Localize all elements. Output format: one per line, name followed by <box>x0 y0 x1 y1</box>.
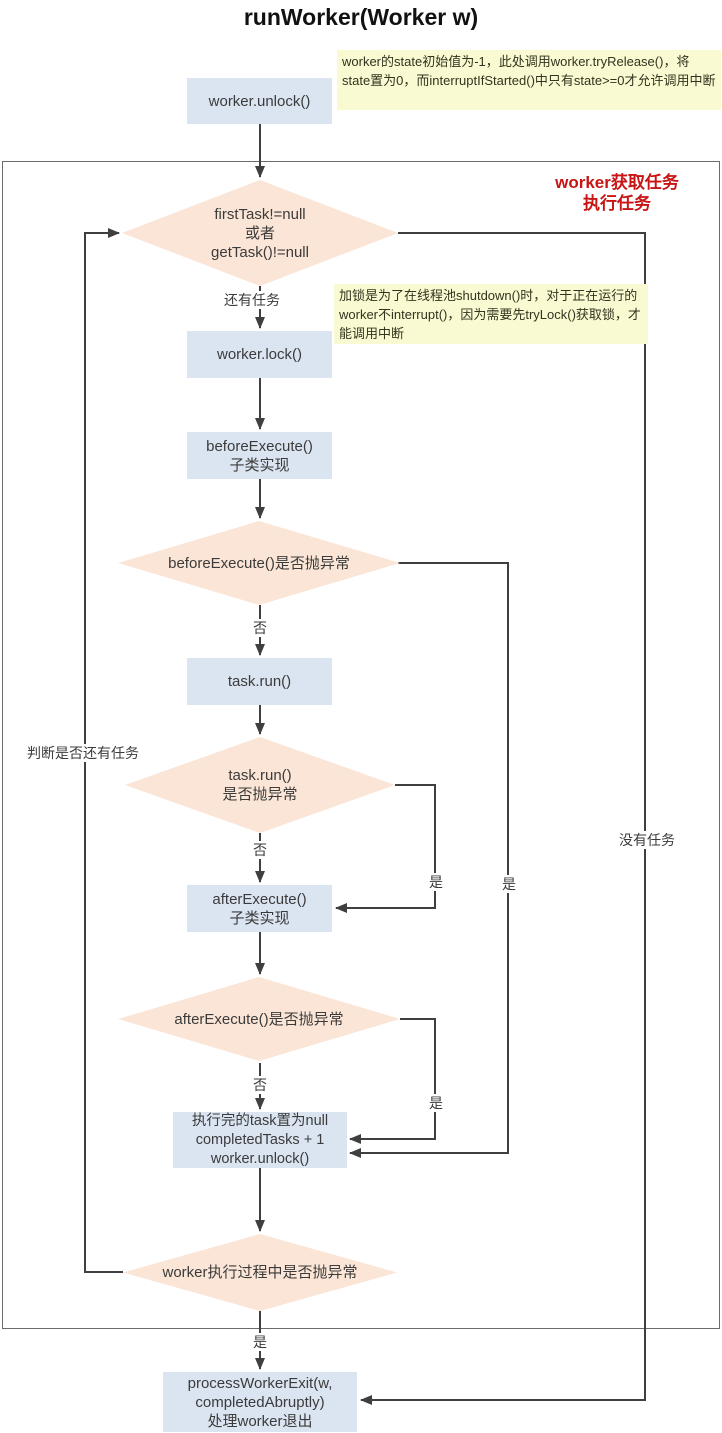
node-task-run: task.run() <box>187 658 332 705</box>
section-label-line2: 执行任务 <box>583 194 651 213</box>
node-after-execute: afterExecute() 子类实现 <box>187 885 332 932</box>
section-label-line1: worker获取任务 <box>555 173 679 192</box>
node-finish-task-line3: worker.unlock() <box>210 1150 310 1167</box>
node-worker-unlock-label: worker.unlock() <box>208 92 311 110</box>
connector-afterexecute-yes <box>349 1018 436 1144</box>
node-before-execute-line1: beforeExecute() <box>206 437 313 455</box>
page-title: runWorker(Worker w) <box>243 4 479 30</box>
edge-label-yes-before: 是 <box>500 875 518 893</box>
node-finish-task: 执行完的task置为null completedTasks + 1 worker… <box>173 1112 347 1168</box>
node-process-worker-exit-line3: 处理worker退出 <box>207 1412 313 1430</box>
decision-task-run-line1: task.run() <box>228 767 292 784</box>
decision-task-run-line2: 是否抛异常 <box>222 786 298 803</box>
lock-note: 加锁是为了在线程池shutdown()时，对于正在运行的worker不inter… <box>334 284 648 344</box>
edge-label-yes-after: 是 <box>427 1094 445 1112</box>
node-before-execute: beforeExecute() 子类实现 <box>187 432 332 479</box>
decision-before-execute-label: beforeExecute()是否抛异常 <box>168 554 350 572</box>
edge-label-no-before: 否 <box>251 619 269 637</box>
node-process-worker-exit-line2: completedAbruptly) <box>195 1393 325 1411</box>
connector-no-task <box>360 232 646 1405</box>
node-worker-lock: worker.lock() <box>187 331 332 378</box>
section-label: worker获取任务 执行任务 <box>543 172 691 214</box>
edge-label-has-task: 还有任务 <box>222 291 282 309</box>
decision-worker-exception-label: worker执行过程中是否抛异常 <box>162 1264 358 1281</box>
edge-label-no-task-run: 否 <box>251 841 269 859</box>
node-finish-task-line2: completedTasks + 1 <box>195 1131 325 1148</box>
edge-label-yes-task-run: 是 <box>427 873 445 891</box>
node-task-run-label: task.run() <box>227 673 292 690</box>
connector-beforeexecute-yes <box>349 562 509 1158</box>
edge-label-no-after: 否 <box>251 1076 269 1094</box>
decision-after-execute-label: afterExecute()是否抛异常 <box>174 1010 344 1028</box>
edge-label-loop: 判断是否还有任务 <box>25 744 141 762</box>
node-worker-unlock: worker.unlock() <box>187 78 332 124</box>
node-finish-task-line1: 执行完的task置为null <box>191 1112 329 1129</box>
node-worker-lock-label: worker.lock() <box>216 346 302 363</box>
decision-first-task-line1: firstTask!=null <box>214 205 306 223</box>
node-process-worker-exit: processWorkerExit(w, completedAbruptly) … <box>163 1372 357 1432</box>
state-note: worker的state初始值为-1，此处调用worker.tryRelease… <box>337 50 721 110</box>
node-before-execute-line2: 子类实现 <box>229 456 290 474</box>
decision-first-task-line2: 或者 <box>244 224 275 242</box>
decision-first-task-line3: getTask()!=null <box>211 243 309 261</box>
edge-label-no-task: 没有任务 <box>617 831 677 849</box>
connector-taskrun-yes <box>335 784 436 913</box>
node-process-worker-exit-line1: processWorkerExit(w, <box>187 1374 333 1392</box>
node-after-execute-line1: afterExecute() <box>212 890 307 908</box>
worker-loop-frame <box>2 161 720 1329</box>
edge-label-yes-worker-exception: 是 <box>251 1333 269 1351</box>
node-after-execute-line2: 子类实现 <box>229 909 290 927</box>
